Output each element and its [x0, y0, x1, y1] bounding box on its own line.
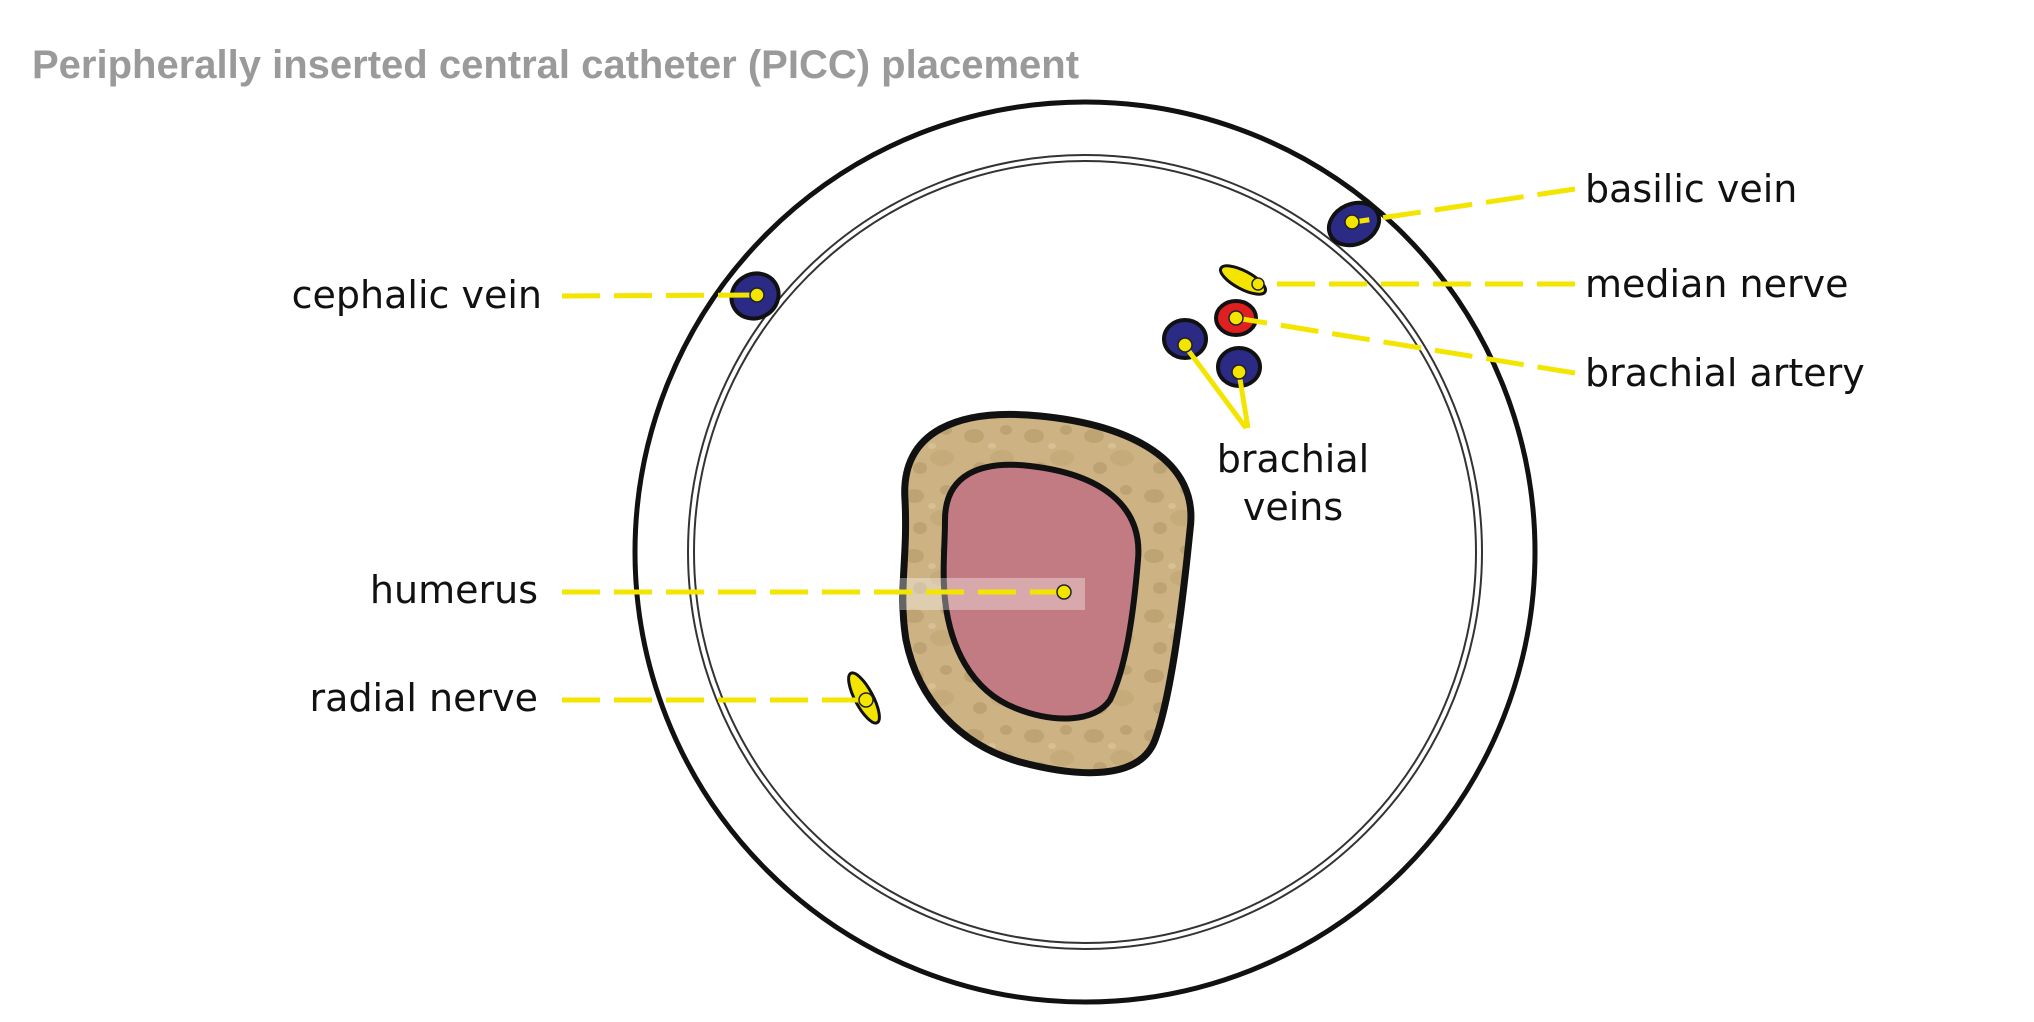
arm-fascia-outer-line [687, 154, 1483, 950]
label-radial-nerve: radial nerve [310, 676, 538, 720]
label-cephalic-vein: cephalic vein [292, 273, 542, 317]
humerus-pointer-dot [1056, 584, 1072, 600]
label-brachial-artery: brachial artery [1585, 351, 1865, 395]
basilic-vein-pointer-dot [1344, 214, 1360, 230]
brachial-vein-left-pointer-dot [1177, 337, 1193, 353]
brachial-veins-leader-left [1182, 344, 1249, 430]
basilic-vein-leader [1353, 186, 1576, 225]
label-basilic-vein: basilic vein [1585, 167, 1797, 211]
brachial-vein-right-pointer-dot [1231, 364, 1247, 380]
label-humerus: humerus [370, 568, 538, 612]
label-brachial-veins-line2: veins [1243, 485, 1343, 529]
radial-nerve-pointer-dot [858, 692, 874, 708]
label-median-nerve: median nerve [1585, 262, 1848, 306]
brachial-veins-leader-right [1236, 372, 1251, 429]
cephalic-vein-leader [561, 292, 758, 299]
median-nerve-pointer-dot [1251, 277, 1265, 291]
label-brachial-veins-line1: brachial [1217, 437, 1369, 481]
page-title: Peripherally inserted central catheter (… [32, 43, 1079, 87]
cephalic-vein-pointer-dot [749, 287, 765, 303]
brachial-artery-leader [1235, 315, 1576, 376]
arm-fascia-inner-line [693, 160, 1477, 944]
brachial-artery-pointer-dot [1228, 310, 1244, 326]
